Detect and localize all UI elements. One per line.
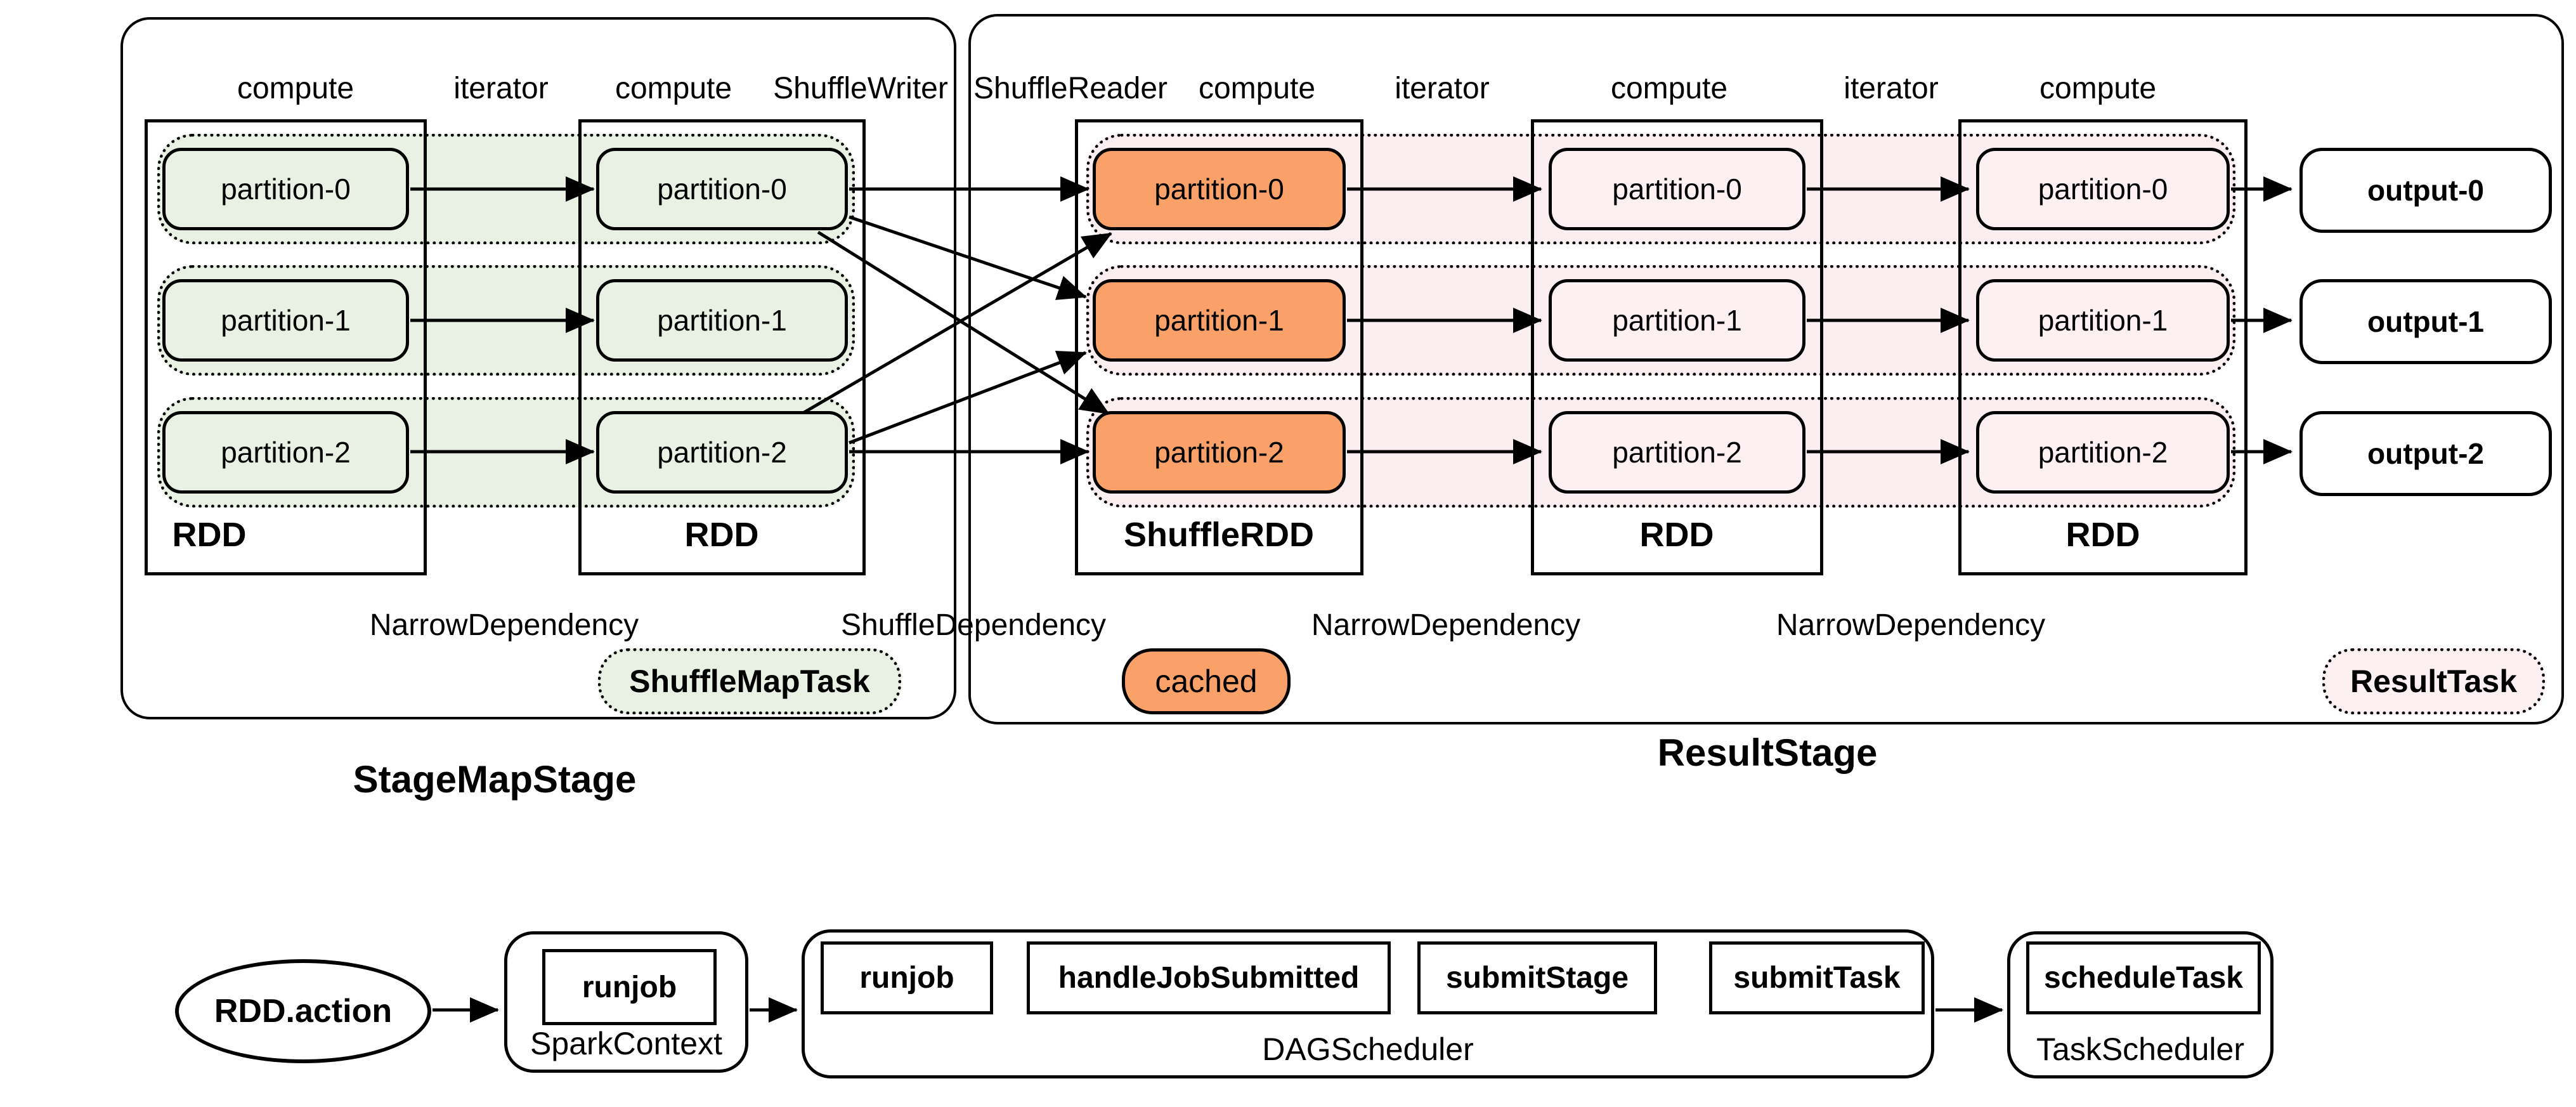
rdd-label-4: RDD: [1639, 516, 1714, 554]
result-task-badge: ResultTask: [2322, 648, 2545, 714]
partition-box: partition-1: [1549, 279, 1805, 362]
partition-box: partition-0: [162, 148, 409, 230]
operator-label-compute-3: compute: [1198, 72, 1316, 105]
rdd-label-2: RDD: [684, 516, 759, 554]
runjob-method-box: runjob: [542, 949, 717, 1025]
handle-job-submitted-method-box: handleJobSubmitted: [1027, 941, 1391, 1014]
operator-label-shuffle-writer: ShuffleWriter: [773, 72, 948, 105]
narrow-dependency-label-2: NarrowDependency: [1311, 608, 1581, 642]
result-stage-title: ResultStage: [1657, 731, 1878, 774]
dag-scheduler-box: runjob handleJobSubmitted submitStage su…: [802, 929, 1934, 1078]
operator-label-iterator-3: iterator: [1844, 72, 1939, 105]
output-box: output-1: [2300, 279, 2552, 364]
partition-box: partition-0: [1976, 148, 2230, 230]
shuffle-rdd-label: ShuffleRDD: [1124, 516, 1314, 554]
output-box: output-0: [2300, 148, 2552, 233]
shuffle-map-task-badge: ShuffleMapTask: [598, 648, 901, 714]
operator-label-compute-5: compute: [2039, 72, 2157, 105]
partition-box: partition-0: [596, 148, 848, 230]
cached-partition-box: partition-1: [1093, 279, 1346, 362]
rdd-column-5: [1958, 119, 2247, 575]
rdd-column-4: [1531, 119, 1823, 575]
rdd-column-1: [145, 119, 427, 575]
shuffle-dependency-label: ShuffleDependency: [840, 608, 1107, 642]
operator-label-iterator-2: iterator: [1395, 72, 1490, 105]
operator-label-compute-1: compute: [237, 72, 355, 105]
partition-box: partition-1: [596, 279, 848, 362]
submit-task-method-box: submitTask: [1709, 941, 1925, 1014]
runjob-method-box: runjob: [821, 941, 993, 1014]
cached-badge: cached: [1122, 648, 1291, 714]
dag-scheduler-label: DAGScheduler: [1262, 1032, 1474, 1067]
output-box: output-2: [2300, 411, 2552, 496]
operator-label-iterator-1: iterator: [453, 72, 549, 105]
spark-context-box: runjob SparkContext: [504, 931, 748, 1073]
rdd-label-5: RDD: [2065, 516, 2140, 554]
spark-context-label: SparkContext: [530, 1026, 722, 1061]
stage-map-stage-title: StageMapStage: [353, 758, 637, 801]
schedule-task-method-box: scheduleTask: [2026, 941, 2261, 1014]
partition-box: partition-2: [1976, 411, 2230, 494]
rdd-label-1: RDD: [172, 516, 247, 554]
partition-box: partition-2: [1549, 411, 1805, 494]
narrow-dependency-label-3: NarrowDependency: [1776, 608, 2046, 642]
submit-stage-method-box: submitStage: [1417, 941, 1657, 1014]
cached-partition-box: partition-0: [1093, 148, 1346, 230]
rdd-action-ellipse: RDD.action: [175, 959, 431, 1063]
task-scheduler-box: scheduleTask TaskScheduler: [2007, 931, 2274, 1078]
operator-label-shuffle-reader: ShuffleReader: [973, 72, 1168, 105]
operator-label-compute-4: compute: [1610, 72, 1728, 105]
task-scheduler-label: TaskScheduler: [2036, 1032, 2244, 1067]
partition-box: partition-2: [162, 411, 409, 494]
partition-box: partition-0: [1549, 148, 1805, 230]
partition-box: partition-1: [1976, 279, 2230, 362]
cached-partition-box: partition-2: [1093, 411, 1346, 494]
operator-label-compute-2: compute: [615, 72, 732, 105]
partition-box: partition-1: [162, 279, 409, 362]
narrow-dependency-label-1: NarrowDependency: [369, 608, 639, 642]
partition-box: partition-2: [596, 411, 848, 494]
